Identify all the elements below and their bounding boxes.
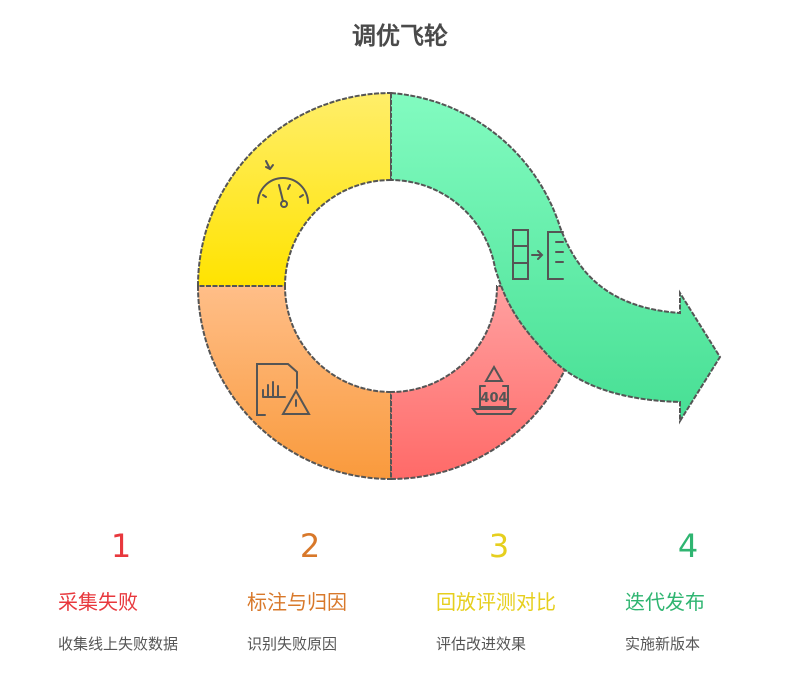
step-label: 采集失败 [58, 590, 138, 614]
step-description: 评估改进效果 [436, 635, 527, 653]
step-2: 2 标注与归因 识别失败原因 [247, 528, 437, 654]
step-description: 识别失败原因 [247, 635, 338, 653]
flywheel: 404 [196, 91, 722, 481]
step-label: 迭代发布 [625, 590, 705, 614]
segment-release-arrow [390, 91, 722, 425]
step-4: 4 迭代发布 实施新版本 [625, 528, 800, 654]
step-number: 1 [110, 527, 132, 565]
step-number: 2 [299, 527, 321, 565]
step-number: 3 [488, 527, 510, 565]
step-3: 3 回放评测对比 评估改进效果 [436, 528, 626, 654]
segment-collect [196, 91, 392, 287]
report-warning-icon [256, 363, 311, 416]
segment-annotate [196, 285, 392, 481]
step-label: 标注与归因 [247, 590, 347, 614]
step-description: 实施新版本 [625, 635, 701, 653]
step-1: 1 采集失败 收集线上失败数据 [58, 528, 248, 654]
laptop-404-icon: 404 [470, 364, 518, 415]
step-label: 回放评测对比 [436, 590, 556, 614]
columns-to-list-icon [512, 229, 564, 280]
speedometer-icon [257, 160, 309, 208]
step-number: 4 [677, 527, 699, 565]
diagram-title: 调优飞轮 [352, 22, 448, 50]
step-description: 收集线上失败数据 [58, 635, 179, 653]
svg-text:404: 404 [480, 391, 507, 406]
